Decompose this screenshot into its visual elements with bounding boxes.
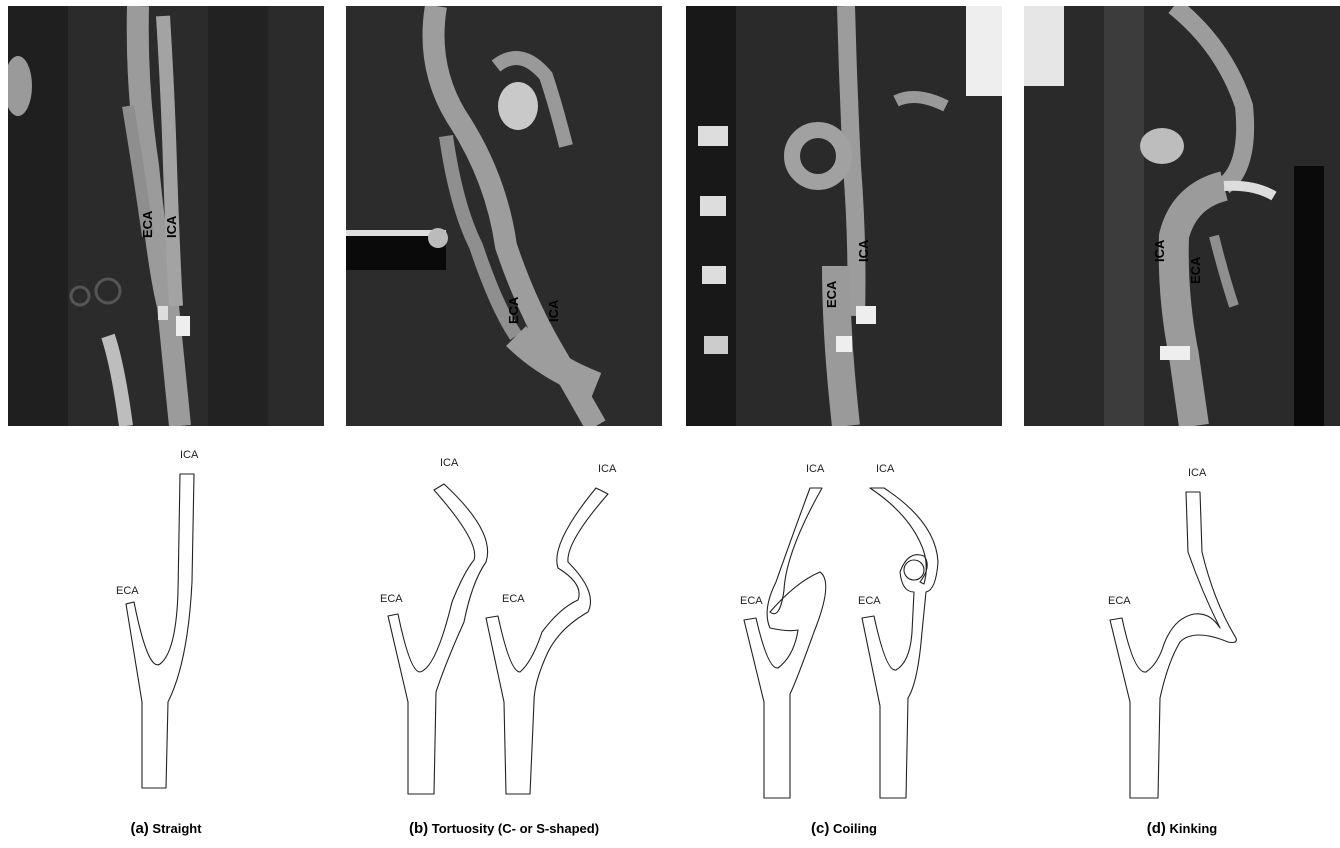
panel-kinking: ICA ECA ICA ECA (d) Kinking — [1024, 0, 1340, 848]
schematic-eca-label-1: ECA — [740, 595, 763, 607]
ct-eca-label: ECA — [824, 280, 839, 308]
schematic-eca-label: ECA — [1108, 595, 1131, 607]
schematic-eca-label-c: ECA — [380, 593, 403, 605]
ct-ica-label: ICA — [856, 239, 871, 262]
caption-letter: (b) — [409, 820, 428, 837]
caption-letter: (c) — [811, 820, 829, 837]
ct-ica-label: ICA — [546, 299, 561, 322]
panel-straight: ECA ICA ICA ECA (a) Straight — [8, 0, 324, 848]
caption-name: Tortuosity (C- or S-shaped) — [432, 821, 599, 836]
ct-eca-label: ECA — [1188, 256, 1203, 284]
ct-angiogram-kinking: ICA ECA — [1024, 6, 1340, 426]
caption-letter: (a) — [130, 820, 148, 837]
caption-name: Straight — [152, 821, 201, 836]
schematic-ica-label-1: ICA — [806, 463, 825, 475]
schematic-ica-label: ICA — [180, 449, 199, 461]
caption-coiling: (c) Coiling — [686, 820, 1002, 837]
caption-letter: (d) — [1147, 820, 1166, 837]
schematic-ica-label: ICA — [1188, 467, 1207, 479]
ct-eca-label: ECA — [506, 296, 521, 324]
schematic-tortuosity: ICA ECA ICA ECA — [346, 432, 662, 812]
caption-tortuosity: (b) Tortuosity (C- or S-shaped) — [346, 820, 662, 837]
caption-name: Kinking — [1170, 821, 1218, 836]
schematic-eca-label-2: ECA — [858, 595, 881, 607]
schematic-eca-label-s: ECA — [502, 593, 525, 605]
ct-ica-label: ICA — [164, 215, 179, 238]
schematic-ica-label-2: ICA — [876, 463, 895, 475]
schematic-eca-label: ECA — [116, 585, 139, 597]
caption-name: Coiling — [833, 821, 877, 836]
caption-straight: (a) Straight — [8, 820, 324, 837]
schematic-ica-label-s: ICA — [598, 463, 617, 475]
panel-tortuosity: ECA ICA ICA ECA ICA ECA (b) Tortuosity (… — [346, 0, 662, 848]
ct-angiogram-tortuosity: ECA ICA — [346, 6, 662, 426]
ct-angiogram-straight: ECA ICA — [8, 6, 324, 426]
schematic-ica-label-c: ICA — [440, 457, 459, 469]
schematic-coiling: ICA ECA ICA ECA — [686, 432, 1002, 812]
ct-angiogram-coiling: ICA ECA — [686, 6, 1002, 426]
schematic-kinking: ICA ECA — [1024, 432, 1340, 812]
ct-ica-label: ICA — [1152, 239, 1167, 262]
panel-coiling: ICA ECA ICA ECA ICA ECA (c) Coiling — [686, 0, 1002, 848]
caption-kinking: (d) Kinking — [1024, 820, 1340, 837]
schematic-straight: ICA ECA — [8, 432, 324, 812]
ct-eca-label: ECA — [140, 210, 155, 238]
